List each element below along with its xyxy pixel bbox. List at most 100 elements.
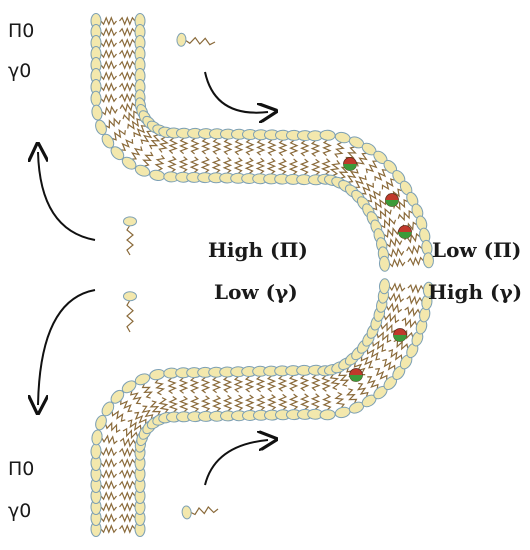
lipid-headgroup	[149, 169, 166, 182]
lipid-tail	[140, 130, 153, 145]
lipid-tail	[154, 379, 166, 396]
lipid-tail	[100, 469, 117, 479]
gamma-zero-label-bottom: γ0	[8, 500, 32, 522]
outer-low-pressure-label: Low (Π)	[432, 238, 522, 262]
lipid-tail	[100, 480, 117, 490]
lipid-tail	[277, 375, 288, 392]
lipid-tail	[383, 226, 400, 238]
lipid-tail	[100, 49, 117, 59]
lipid-tail	[119, 458, 136, 468]
lipid-headgroup	[422, 252, 434, 269]
lipid-tail	[407, 256, 424, 267]
lipid-tail	[360, 356, 374, 369]
lipid-headgroup	[319, 409, 336, 421]
lipid-tail	[189, 156, 200, 173]
lipid-headgroup	[422, 281, 434, 298]
lipid-tail	[222, 157, 233, 174]
lipid-tail	[321, 375, 331, 392]
lipid-tail	[178, 156, 189, 173]
lipid-tail	[100, 513, 117, 523]
lipid-tail	[189, 377, 200, 394]
lipid-tail	[406, 244, 423, 255]
lipid-tail	[404, 306, 421, 317]
lipid-tail	[389, 257, 406, 268]
lipid-tail	[387, 292, 405, 303]
lipid-tail	[299, 393, 310, 410]
pi-zero-label-bottom: Π0	[8, 458, 35, 480]
lipid-tail	[129, 390, 142, 405]
lipid-tail	[211, 395, 222, 412]
lipid-tail	[389, 282, 406, 292]
lipid-tail	[119, 437, 137, 448]
lipid-tail	[406, 295, 423, 306]
lipid-tail	[266, 394, 277, 411]
lipid-tail	[386, 302, 403, 314]
lipid-tail	[366, 376, 379, 389]
lipid-tail	[127, 118, 142, 130]
lipid-tail	[376, 207, 392, 220]
lipid-headgroup	[319, 129, 336, 141]
lipid-tail	[380, 217, 397, 229]
lipid-tail	[310, 140, 321, 157]
lipid-tail	[245, 139, 255, 156]
lipid-tail	[374, 168, 387, 181]
lipid-tail	[345, 388, 358, 404]
outer-high-tension-label: High (γ)	[428, 280, 523, 304]
lipid-tail	[100, 93, 117, 104]
lipid-tail	[167, 377, 178, 394]
lipid-headgroup	[134, 373, 151, 386]
lipid-tail	[322, 139, 332, 157]
special-lipid-icons	[343, 157, 412, 382]
lipid-tail	[366, 348, 381, 361]
lipid-tail	[322, 393, 332, 411]
lipid-tail	[100, 27, 117, 37]
lipid-tail	[222, 376, 233, 393]
lipid-tail	[100, 60, 117, 70]
lipid-headgroup	[378, 255, 391, 272]
lipid-tail	[277, 393, 288, 411]
lipid-tail	[386, 237, 403, 248]
lipid-tail	[310, 393, 321, 410]
lipid-tail	[320, 158, 331, 175]
lipid-tail	[345, 146, 357, 162]
lipid-tail	[101, 105, 118, 116]
lipid-tail	[383, 312, 400, 324]
curved-arrow-icon	[38, 152, 96, 241]
lipid-tail	[354, 175, 367, 188]
lipid-tail	[311, 374, 321, 392]
lipid-headgroup	[95, 414, 107, 431]
curved-arrow-icon	[204, 71, 268, 113]
lipid-tail	[119, 60, 136, 70]
lipid-tail	[407, 283, 424, 294]
lipid-tail	[119, 92, 136, 103]
lipid-tail	[223, 138, 233, 156]
lipid-tail	[233, 376, 244, 393]
lipid-tail	[355, 152, 368, 167]
lipid-tail	[277, 158, 288, 175]
lipid-headgroup	[91, 429, 103, 446]
lipid-tail	[112, 128, 126, 141]
lipid-tail	[329, 160, 341, 176]
lipid-tail	[372, 340, 387, 353]
lipid-tail	[100, 458, 117, 468]
lipid-headgroup	[334, 131, 351, 144]
lipid-tail	[346, 168, 359, 183]
lipid-headgroup	[378, 278, 391, 295]
lipid-tails	[100, 16, 424, 534]
lipid-tail	[119, 480, 136, 490]
lipid-tail	[329, 374, 341, 391]
lipid-tail	[168, 396, 179, 413]
lipid-tail	[100, 82, 117, 92]
lipid-tail	[256, 139, 266, 156]
lipid-tail	[310, 158, 321, 176]
lipid-tail	[119, 102, 136, 113]
lipid-tail	[361, 182, 374, 195]
lipid-tail	[168, 137, 179, 154]
lipid-tail	[255, 375, 266, 393]
lipid-tail	[375, 367, 388, 380]
lipid-headgroup	[90, 443, 102, 460]
lipid-tail	[200, 376, 211, 394]
lipid-tail	[119, 491, 136, 501]
lipid-tail	[288, 158, 299, 175]
lipid-tail	[119, 16, 136, 26]
